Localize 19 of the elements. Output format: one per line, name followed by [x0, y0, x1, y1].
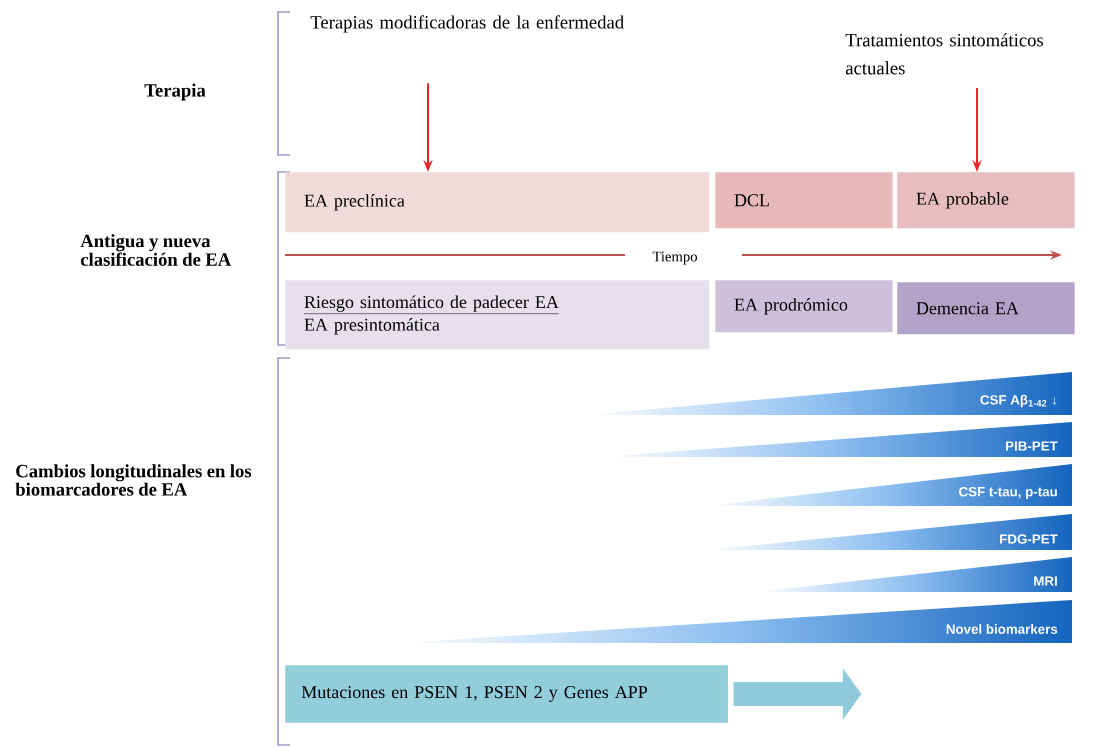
biomarker-wedge: MRI: [1034, 576, 1057, 586]
biomarker-wedge: CSF Aβ$_{1-42}$ ↓: [980, 394, 1056, 408]
row-label: Terapia: [144, 83, 206, 101]
annotation-text: Terapias modificadoras de la enfermedad: [310, 15, 624, 33]
row-label: Cambios longitudinales en los biomarcadores de EA: [15, 464, 252, 496]
biomarker-wedge: FDG-PET: [1000, 534, 1058, 544]
process-box: Mutaciones en PSEN 1, PSEN 2 y Genes APP: [285, 665, 728, 723]
axis-label: Tiempo: [652, 251, 697, 265]
annotation-text: Tratamientos sintomáticos actuales: [845, 33, 1044, 75]
stage-box: Riesgo sintomático de padecer EA EA presintomática: [285, 280, 710, 350]
stage-box: EA prodrómico: [715, 280, 893, 333]
stage-box: Demencia EA: [897, 282, 1075, 335]
biomarker-wedge: CSF t-tau, p-tau: [959, 486, 1057, 500]
row-label: Antigua y nueva clasificación de EA: [80, 234, 232, 266]
biomarker-wedge: PIB-PET: [1006, 441, 1058, 451]
stage-box: DCL: [715, 172, 893, 229]
stage-box: EA probable: [897, 172, 1075, 229]
stage-box: EA preclínica: [285, 172, 710, 233]
biomarker-wedge: Novel biomarkers: [946, 624, 1058, 634]
